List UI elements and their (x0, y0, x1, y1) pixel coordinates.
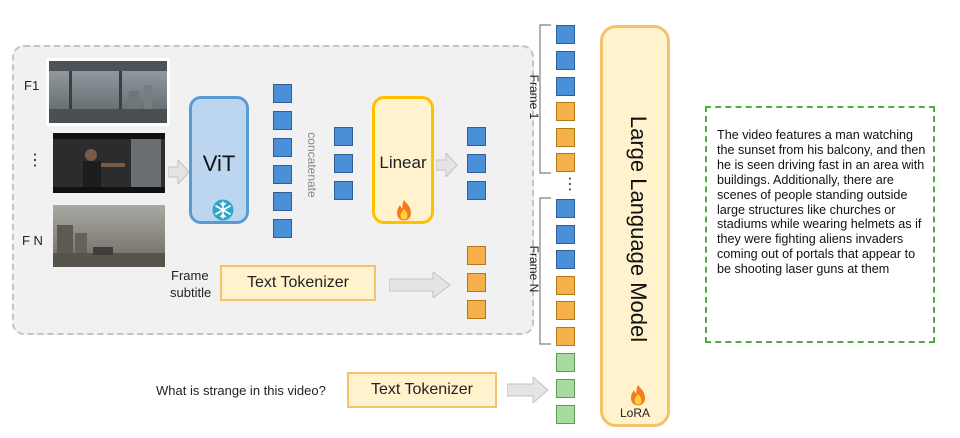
llm-input-subtitle-token (556, 153, 575, 172)
lora-label: LoRA (619, 406, 651, 420)
llm-input-visual-token (556, 199, 575, 218)
frame-n-group-label: Frame N (527, 245, 541, 293)
concatenate-label: concatenate (305, 132, 319, 198)
video-frame-n (53, 205, 165, 267)
llm-input-visual-token (556, 51, 575, 70)
vit-label: ViT (202, 151, 236, 176)
projected-token (467, 181, 486, 200)
arrow-frames-to-vit (168, 160, 190, 184)
video-frame-1 (46, 58, 170, 126)
llm-input-question-token (556, 405, 575, 424)
llm-input-visual-token (556, 225, 575, 244)
model-output-text: The video features a man watching the su… (717, 128, 926, 277)
subtitle-text-tokenizer: Text Tokenizer (220, 265, 376, 301)
vit-output-token (273, 192, 292, 211)
frame-n-label: F N (22, 233, 43, 248)
arrow-tokenizer-to-question-tokens (507, 377, 549, 403)
vit-output-token (273, 138, 292, 157)
frames-ellipsis: ⋮ (27, 152, 43, 169)
frame-1-label: F1 (24, 78, 40, 93)
fire-icon (397, 200, 411, 221)
token-groups-ellipsis: ⋮ (562, 176, 578, 193)
concatenated-token (334, 127, 353, 146)
llm-input-subtitle-token (556, 327, 575, 346)
vit-output-token (273, 84, 292, 103)
llm-input-question-token (556, 379, 575, 398)
frame-subtitle-label-line2: subtitle (170, 285, 212, 300)
frame-n-bracket (539, 197, 551, 345)
llm-label: Large Language Model (626, 115, 651, 343)
concatenated-token (334, 181, 353, 200)
llm-input-visual-token (556, 77, 575, 96)
llm-input-subtitle-token (556, 128, 575, 147)
llm-input-subtitle-token (556, 102, 575, 121)
subtitle-token (467, 273, 486, 292)
fire-icon (631, 385, 645, 406)
linear-label: Linear (379, 153, 427, 172)
arrow-tokenizer-to-subtitle-tokens (389, 272, 451, 298)
vit-output-token (273, 165, 292, 184)
llm-input-subtitle-token (556, 276, 575, 295)
projected-token (467, 127, 486, 146)
frame-1-group-label: Frame 1 (527, 74, 541, 120)
subtitle-token (467, 300, 486, 319)
linear-projector: Linear (372, 96, 434, 224)
llm-input-visual-token (556, 25, 575, 44)
subtitle-token (467, 246, 486, 265)
vit-encoder: ViT (189, 96, 249, 224)
large-language-model: Large Language Model LoRA (600, 25, 670, 427)
vit-output-token (273, 219, 292, 238)
concatenated-token (334, 154, 353, 173)
snowflake-icon (212, 199, 234, 221)
llm-input-visual-token (556, 250, 575, 269)
arrow-linear-to-tokens (436, 153, 458, 177)
model-output-box: The video features a man watching the su… (705, 106, 935, 343)
video-frame-2 (53, 133, 165, 193)
llm-input-question-token (556, 353, 575, 372)
projected-token (467, 154, 486, 173)
frame-1-bracket (539, 24, 551, 174)
llm-input-subtitle-token (556, 301, 575, 320)
frame-subtitle-label-line1: Frame (171, 268, 209, 283)
vit-output-token (273, 111, 292, 130)
question-text: What is strange in this video? (156, 383, 326, 398)
question-text-tokenizer: Text Tokenizer (347, 372, 497, 408)
